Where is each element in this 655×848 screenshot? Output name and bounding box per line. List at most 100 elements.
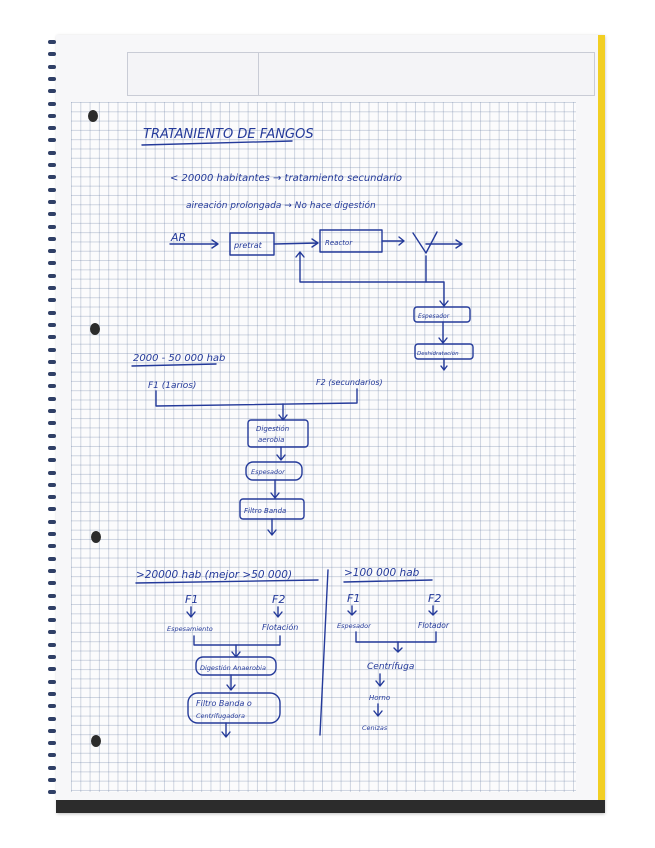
very-large-f2-label: F2	[428, 592, 441, 605]
espesador-label-1: Espesador	[418, 313, 450, 320]
flotador-label: Flotador	[418, 621, 450, 630]
punch-hole	[90, 323, 100, 335]
arrow-f2-4	[428, 605, 438, 616]
page-bottom-edge	[56, 800, 605, 813]
arrow-to-cenizas	[373, 703, 383, 717]
arrow-pretrat-reactor	[273, 238, 319, 248]
spiral-ring	[48, 704, 56, 709]
spiral-ring	[48, 113, 56, 118]
arrow-to-digestion	[278, 403, 288, 421]
filtro-line1: Filtro Banda o	[196, 699, 252, 708]
arrow-to-filtro	[270, 479, 280, 499]
arrow-outflow	[425, 239, 463, 249]
arrow-to-centrifuga	[393, 641, 403, 653]
spiral-ring	[48, 236, 56, 241]
spiral-ring	[48, 163, 56, 167]
flotacion-label: Flotación	[262, 622, 298, 632]
spiral-ring	[48, 212, 56, 217]
large-f2-label: F2	[272, 593, 285, 606]
small-plant-line2: aireación prolongada → No hace digestión	[186, 200, 376, 211]
spiral-ring	[48, 359, 56, 364]
digestion-aerobia-box	[247, 419, 309, 448]
arrow-to-deshidratacion	[438, 321, 448, 344]
binding-edge	[598, 35, 605, 813]
spiral-ring	[48, 482, 56, 487]
section3-underline	[135, 579, 319, 584]
spiral-ring	[48, 249, 56, 254]
very-large-f1-label: F1	[347, 592, 360, 605]
spiral-ring	[48, 495, 56, 500]
section4-merge-line	[355, 631, 437, 643]
spiral-ring	[48, 691, 56, 696]
spiral-ring	[48, 322, 56, 327]
very-large-plant-range: >100 000 hab	[344, 567, 420, 579]
spiral-ring	[48, 716, 56, 721]
spiral-ring	[48, 605, 56, 610]
medium-f2-label: F2 (secundarios)	[316, 378, 383, 387]
spiral-ring	[48, 150, 56, 155]
spiral-ring	[48, 175, 56, 180]
arrow-out-1	[440, 358, 448, 371]
spiral-ring	[48, 64, 56, 69]
spiral-ring	[48, 187, 56, 192]
section2-underline	[131, 363, 217, 367]
section2-merge-line	[155, 388, 358, 407]
deshidratacion-label: Deshidratación	[417, 350, 459, 357]
spiral-ring	[48, 409, 56, 413]
spiral-ring	[48, 126, 56, 131]
arrow-f2	[273, 606, 283, 618]
arrow-ar	[169, 239, 219, 249]
punch-hole	[91, 531, 101, 543]
title-underline	[141, 140, 293, 146]
espesador-box-2	[245, 461, 303, 481]
arrow-reactor-settler	[381, 236, 405, 246]
arrow-f1-4	[347, 605, 357, 616]
section3-merge-line	[193, 635, 281, 646]
horno-label: Horno	[369, 694, 390, 702]
filtro-banda-label: Filtro Banda	[244, 507, 286, 515]
settler-symbol	[412, 231, 438, 254]
spiral-ring	[48, 347, 56, 352]
reactor-label: Reactor	[325, 239, 353, 247]
spiral-ring	[48, 765, 56, 770]
spiral-ring	[48, 568, 56, 573]
spiral-ring	[48, 138, 56, 143]
spiral-ring	[48, 384, 56, 389]
medium-plant-range: 2000 - 50 000 hab	[133, 353, 225, 364]
punch-hole	[88, 110, 98, 122]
spiral-ring	[48, 630, 56, 635]
spiral-ring	[48, 679, 56, 684]
spiral-ring	[48, 89, 56, 94]
spiral-ring	[48, 433, 56, 438]
spiral-ring	[48, 618, 56, 623]
arrow-f1	[186, 606, 196, 618]
punch-hole	[91, 735, 101, 747]
espesamiento-label: Espesamiento	[167, 625, 213, 633]
spiral-ring	[48, 458, 56, 463]
header-divider	[258, 53, 259, 95]
spiral-ring	[48, 544, 56, 549]
spiral-ring	[48, 790, 56, 795]
spiral-ring	[48, 519, 56, 524]
spiral-ring	[48, 286, 56, 290]
spiral-ring	[48, 421, 56, 426]
spiral-binding	[48, 40, 58, 810]
arrow-to-digestion-an	[231, 644, 241, 658]
spiral-ring	[48, 101, 56, 106]
spiral-ring	[48, 507, 56, 512]
espesador-label-2: Espesador	[251, 468, 286, 476]
arrow-to-espesador-2	[276, 446, 286, 461]
spiral-ring	[48, 52, 56, 57]
arrow-to-horno	[375, 673, 385, 687]
filtro-line2: Centrífugadora	[196, 712, 245, 720]
spiral-ring	[48, 335, 56, 340]
spiral-ring	[48, 298, 56, 303]
spiral-ring	[48, 642, 56, 647]
spiral-ring	[48, 199, 56, 204]
spiral-ring	[48, 593, 56, 598]
digestion-line1: Digestión	[256, 425, 289, 433]
spiral-ring	[48, 273, 56, 278]
page-header-box	[127, 52, 595, 96]
spiral-ring	[48, 556, 56, 561]
spiral-ring	[48, 310, 56, 315]
